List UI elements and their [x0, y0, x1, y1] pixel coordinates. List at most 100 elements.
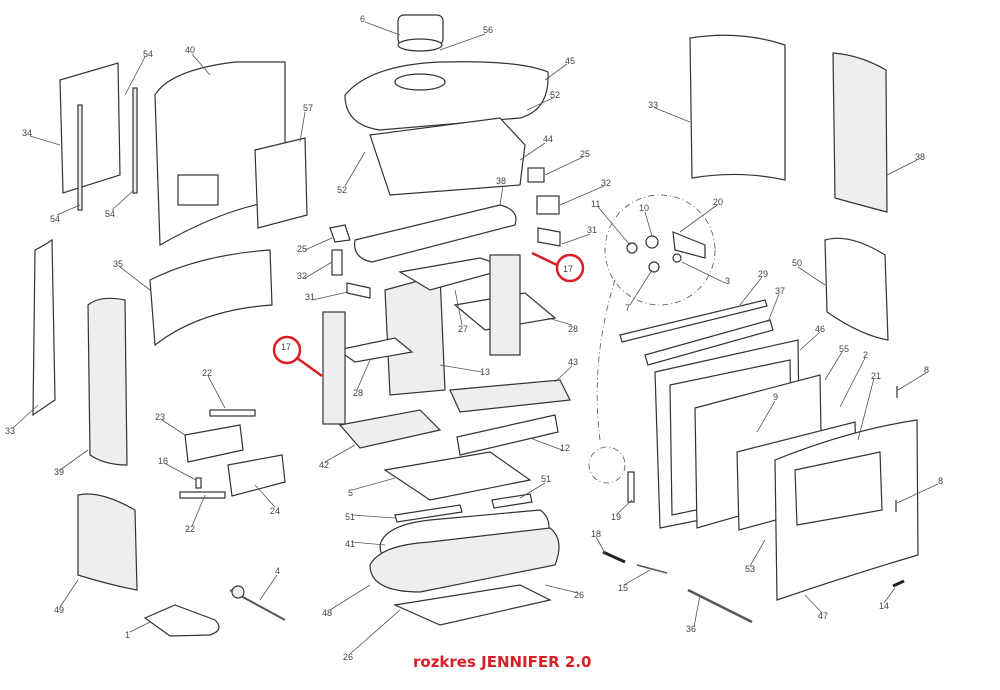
- part-4-knob: [231, 585, 245, 599]
- part-label: 28: [353, 388, 363, 398]
- part-label: 54: [50, 214, 60, 224]
- part-label: 38: [915, 152, 925, 162]
- part-label: 53: [745, 564, 755, 574]
- part-label: 56: [483, 25, 493, 35]
- part-23-bracket: [184, 424, 244, 463]
- part-label: 33: [648, 100, 658, 110]
- part-label: 49: [54, 605, 64, 615]
- part-label: 48: [322, 608, 332, 618]
- part-label: 22: [202, 368, 212, 378]
- part-label: 15: [618, 583, 628, 593]
- part-label: 22: [185, 524, 195, 534]
- part-label: 33: [5, 426, 15, 436]
- part-label: 8: [924, 365, 929, 375]
- part-label: 25: [297, 244, 307, 254]
- part-44-baffle-box: [369, 117, 526, 196]
- part-label: 55: [839, 344, 849, 354]
- part-label: 3: [725, 276, 730, 286]
- part-label: 26: [574, 590, 584, 600]
- part-11-bushing: [626, 242, 638, 254]
- part-3-washer: [672, 253, 682, 263]
- part-33-side-right: [689, 34, 786, 181]
- part-40-port: [177, 174, 219, 206]
- part-label: 32: [297, 271, 307, 281]
- part-label: 52: [337, 185, 347, 195]
- part-56-gasket: [397, 38, 443, 52]
- part-57-gasket: [254, 137, 308, 229]
- part-label: 42: [319, 460, 329, 470]
- part-32-plate-left: [331, 249, 343, 276]
- part-25-clip: [527, 167, 545, 183]
- part-label: 5: [348, 488, 353, 498]
- part-label: 8: [938, 476, 943, 486]
- part-label: 35: [113, 259, 123, 269]
- part-19-strip: [627, 471, 635, 503]
- part-label: 43: [568, 357, 578, 367]
- part-17-brick-right: [489, 254, 521, 356]
- part-label: 45: [565, 56, 575, 66]
- part-12-ashlip: [456, 414, 559, 456]
- part-29-rail: [619, 299, 768, 343]
- part-51-rail-right: [491, 493, 533, 509]
- part-31-bracket: [537, 227, 561, 247]
- part-labels: 6 56 45 52 52 44 25 38 32 31 11 10 20 3 …: [5, 14, 943, 662]
- part-10-bushing: [645, 235, 659, 249]
- part-label: 9: [773, 392, 778, 402]
- part-28-brick-left: [336, 337, 414, 363]
- part-22-top: [209, 409, 256, 417]
- part-label-highlighted: 17: [281, 342, 291, 352]
- part-31-bracket-left: [346, 282, 371, 299]
- highlight-circle-17-left: [272, 335, 302, 365]
- part-label: 36: [686, 624, 696, 634]
- part-42-grate: [338, 409, 442, 449]
- part-17-brick-left: [322, 311, 346, 425]
- part-45-top: [344, 61, 549, 131]
- part-label: 21: [871, 371, 881, 381]
- part-label: 18: [591, 529, 601, 539]
- part-label: 10: [639, 203, 649, 213]
- part-label: 38: [496, 176, 506, 186]
- part-label: 40: [185, 45, 195, 55]
- part-label: 2: [863, 350, 868, 360]
- part-label: 14: [879, 601, 889, 611]
- diagram-title: rozkres JENNIFER 2.0: [413, 653, 592, 671]
- part-25-clip-left: [329, 224, 351, 243]
- part-label: 13: [480, 367, 490, 377]
- part-label: 27: [458, 324, 468, 334]
- part-label: 37: [775, 286, 785, 296]
- part-36-handle: [687, 588, 753, 624]
- part-14-spring: [892, 579, 905, 588]
- part-37-rail: [644, 319, 774, 366]
- part-label: 4: [275, 566, 280, 576]
- part-16-pin: [195, 477, 202, 489]
- part-15-rod: [636, 564, 668, 574]
- part-54-strip: [77, 104, 83, 211]
- part-5-ashpan: [383, 451, 532, 501]
- part-label: 28: [568, 324, 578, 334]
- detail-leader: [596, 279, 616, 441]
- leader-lines: [12, 21, 939, 655]
- part-label: 50: [792, 258, 802, 268]
- part-20-hinge: [672, 231, 706, 259]
- hinge-small-circle: [588, 446, 626, 484]
- part-label: 7: [625, 303, 630, 313]
- part-label: 20: [713, 197, 723, 207]
- highlight-circle-17-right: [555, 253, 585, 283]
- part-7-screw: [648, 261, 660, 273]
- part-label: 52: [550, 90, 560, 100]
- part-label: 29: [758, 269, 768, 279]
- part-38-grille-side: [832, 52, 888, 213]
- part-label: 31: [587, 225, 597, 235]
- part-48-base: [369, 527, 560, 593]
- part-47-window: [794, 451, 883, 526]
- part-label: 25: [580, 149, 590, 159]
- parts: [32, 14, 919, 637]
- part-label: 57: [303, 103, 313, 113]
- part-label: 34: [22, 128, 32, 138]
- part-26-bottom-plate: [392, 584, 552, 626]
- part-label: 6: [360, 14, 365, 24]
- part-label: 16: [158, 456, 168, 466]
- part-label: 47: [818, 611, 828, 621]
- part-49-front-lower: [77, 493, 138, 591]
- part-33-side-left: [32, 238, 56, 417]
